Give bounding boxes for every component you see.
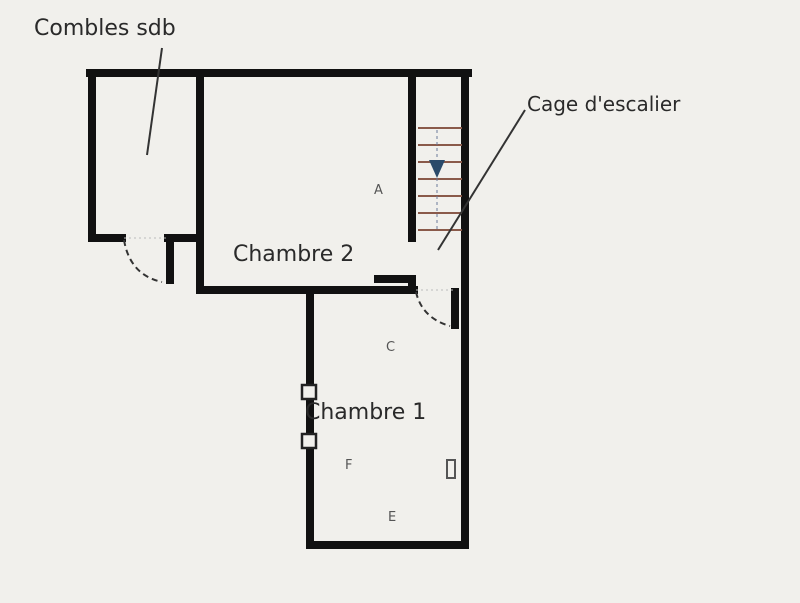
label-chambre-1: Chambre 1: [305, 400, 427, 425]
chambre1-door-swing: [415, 291, 451, 327]
marker-a: A: [374, 183, 383, 198]
marker-f: F: [345, 458, 353, 473]
cage-leader: [437, 109, 526, 251]
leader-lines: [146, 47, 526, 251]
window-2: [300, 432, 318, 450]
windows: [300, 383, 318, 450]
stair-arrow-icon: [429, 160, 445, 178]
stairs: [418, 127, 462, 231]
window-1: [300, 383, 318, 401]
marker-c: C: [386, 340, 396, 355]
walls: [86, 69, 472, 549]
label-combles-sdb: Combles sdb: [34, 16, 176, 41]
label-cage-escalier: Cage d'escalier: [527, 92, 681, 116]
door-swings: [123, 239, 451, 327]
combles-door-swing: [123, 239, 163, 283]
combles-leader: [146, 47, 163, 156]
label-chambre-2: Chambre 2: [233, 242, 355, 267]
marker-d-box: [446, 459, 456, 479]
marker-e: E: [388, 510, 397, 525]
